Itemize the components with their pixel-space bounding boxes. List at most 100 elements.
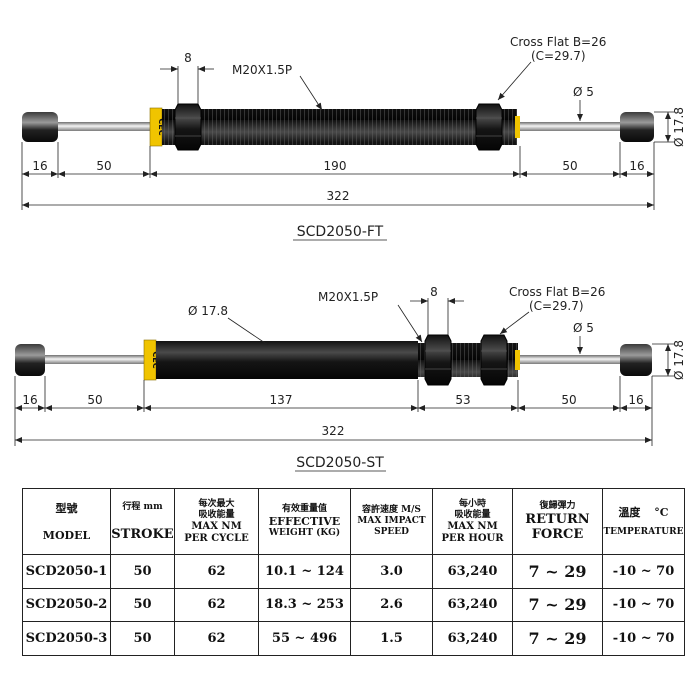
- row-nm-hour: 63,240: [432, 587, 513, 623]
- header-weight-zh: 有效重量值: [281, 504, 327, 514]
- header-speed-en2: SPEED: [374, 527, 409, 537]
- row-weight: 10.1 ~ 124: [258, 554, 351, 589]
- cross-flat-label: Cross Flat B=26: [510, 35, 606, 49]
- threaded-body: [162, 109, 517, 145]
- thread-label: M20X1.5P: [318, 290, 378, 304]
- header-stroke-zh: 行程 mm: [122, 501, 163, 512]
- header-hour-en1: MAX NM: [447, 520, 498, 532]
- header-effective-weight: 有效重量值 EFFECTIVE WEIGHT (KG): [258, 488, 351, 555]
- dim-ft-4: 16: [629, 159, 644, 173]
- header-speed-zh: 容許速度 M/S: [362, 505, 421, 515]
- header-weight-en2: WEIGHT (KG): [268, 528, 341, 538]
- table-row: SCD2050-3 50 62 55 ~ 496 1.5 63,240 7 ~ …: [22, 621, 685, 656]
- row-return-force: 7 ~ 29: [512, 587, 603, 623]
- nut-width-label: 8: [430, 285, 438, 299]
- dim-ft-0: 16: [32, 159, 47, 173]
- row-nm-cycle: 62: [174, 587, 259, 623]
- header-temperature: 溫度 °C TEMPERATURE: [602, 488, 685, 555]
- left-bumper-cap: [15, 344, 45, 376]
- header-max-nm-cycle: 每次最大 吸收能量 MAX NM PER CYCLE: [174, 488, 259, 555]
- header-return-zh: 復歸彈力: [539, 501, 576, 511]
- row-stroke: 50: [110, 554, 175, 589]
- header-max-nm-cycle-zh: 每次最大 吸收能量: [198, 498, 235, 520]
- table-header-row: 型號 MODEL 行程 mm STROKE 每次最大 吸收能量 MAX NM P…: [22, 488, 685, 555]
- header-temp-en: TEMPERATURE: [603, 526, 684, 537]
- row-weight: 18.3 ~ 253: [258, 587, 351, 623]
- header-model-zh: 型號: [55, 501, 78, 515]
- header-weight-en1: EFFECTIVE: [268, 515, 341, 528]
- drawing-ft: CEC 8 M20X1.5P Cross Flat B=26 (C=29.7) …: [21, 35, 686, 241]
- dim-ft-2: 190: [324, 159, 347, 173]
- hex-nut-left: [424, 334, 452, 386]
- dim-st-0: 16: [22, 393, 37, 407]
- body-diameter-label: Ø 17.8: [188, 304, 228, 318]
- row-stroke: 50: [110, 587, 175, 623]
- cap-diameter-label: Ø 17.8: [672, 107, 686, 147]
- brand-label: CEC: [157, 118, 166, 135]
- dim-ft-1: 50: [96, 159, 111, 173]
- right-bumper-cap: [620, 112, 654, 142]
- row-stroke: 50: [110, 621, 175, 656]
- rod-diameter-label: Ø 5: [573, 85, 594, 99]
- header-return-en1: RETURN: [525, 512, 590, 527]
- row-temp: -10 ~ 70: [602, 621, 685, 656]
- dim-st-5: 16: [628, 393, 643, 407]
- right-piston-rod: [520, 122, 620, 131]
- header-max-nm-cycle-en2: PER CYCLE: [184, 532, 249, 544]
- nut-width-label: 8: [184, 51, 192, 65]
- header-stroke: 行程 mm STROKE: [110, 488, 175, 555]
- cap-diameter-label: Ø 17.8: [672, 340, 686, 380]
- header-model-en: MODEL: [42, 528, 91, 542]
- header-model: 型號 MODEL: [22, 488, 111, 555]
- header-speed-en1: MAX IMPACT: [357, 516, 426, 526]
- technical-drawings: CEC 8 M20X1.5P Cross Flat B=26 (C=29.7) …: [14, 35, 686, 472]
- header-max-nm-hour: 每小時 吸收能量 MAX NM PER HOUR: [432, 488, 513, 555]
- header-stroke-en: STROKE: [111, 526, 174, 542]
- row-temp: -10 ~ 70: [602, 554, 685, 589]
- hex-nut-right: [480, 334, 508, 386]
- header-temp-unit: °C: [654, 505, 669, 519]
- drawing-st: CEC Ø 17.8 M20X1.5P 8 Cross Flat B=26 (C…: [14, 285, 686, 472]
- row-model: SCD2050-1: [22, 554, 111, 589]
- header-max-nm-cycle-en1: MAX NM: [191, 520, 242, 532]
- spec-table: 型號 MODEL 行程 mm STROKE 每次最大 吸收能量 MAX NM P…: [22, 488, 685, 656]
- header-hour-zh1: 每小時: [458, 498, 486, 509]
- row-speed: 3.0: [350, 554, 433, 589]
- brand-label: CEC: [151, 351, 160, 368]
- table-row: SCD2050-1 50 62 10.1 ~ 124 3.0 63,240 7 …: [22, 554, 685, 589]
- left-piston-rod: [45, 355, 145, 364]
- row-return-force: 7 ~ 29: [512, 621, 603, 656]
- drawing-title-ft: SCD2050-FT: [297, 224, 384, 240]
- rod-diameter-label: Ø 5: [573, 321, 594, 335]
- drawing-title-st: SCD2050-ST: [296, 455, 384, 471]
- row-nm-hour: 63,240: [432, 554, 513, 589]
- yellow-ring: [515, 350, 520, 370]
- dim-st-3: 53: [455, 393, 470, 407]
- left-bumper-cap: [22, 112, 58, 142]
- table-row: SCD2050-2 50 62 18.3 ~ 253 2.6 63,240 7 …: [22, 587, 685, 623]
- left-piston-rod: [58, 122, 152, 131]
- row-nm-cycle: 62: [174, 621, 259, 656]
- dim-st-2: 137: [270, 393, 293, 407]
- cross-flat-label: Cross Flat B=26: [509, 285, 605, 299]
- hex-nut-right: [475, 103, 503, 151]
- row-speed: 1.5: [350, 621, 433, 656]
- header-return-en2: FORCE: [531, 527, 584, 542]
- header-hour-en2: PER HOUR: [441, 532, 504, 544]
- cross-flat-c-label: (C=29.7): [531, 49, 586, 63]
- hex-nut-left: [174, 103, 202, 151]
- yellow-ring: [515, 116, 520, 138]
- row-weight: 55 ~ 496: [258, 621, 351, 656]
- right-bumper-cap: [620, 344, 652, 376]
- smooth-body: [156, 341, 418, 379]
- overall-length-ft: 322: [327, 189, 350, 203]
- thread-label: M20X1.5P: [232, 63, 292, 77]
- overall-length-st: 322: [322, 424, 345, 438]
- row-return-force: 7 ~ 29: [512, 554, 603, 589]
- row-model: SCD2050-3: [22, 621, 111, 656]
- header-hour-zh2: 吸收能量: [454, 509, 491, 520]
- right-piston-rod: [520, 355, 620, 364]
- dim-st-1: 50: [87, 393, 102, 407]
- cross-flat-c-label: (C=29.7): [529, 299, 584, 313]
- header-temp-zh-line: 溫度 °C: [603, 506, 684, 519]
